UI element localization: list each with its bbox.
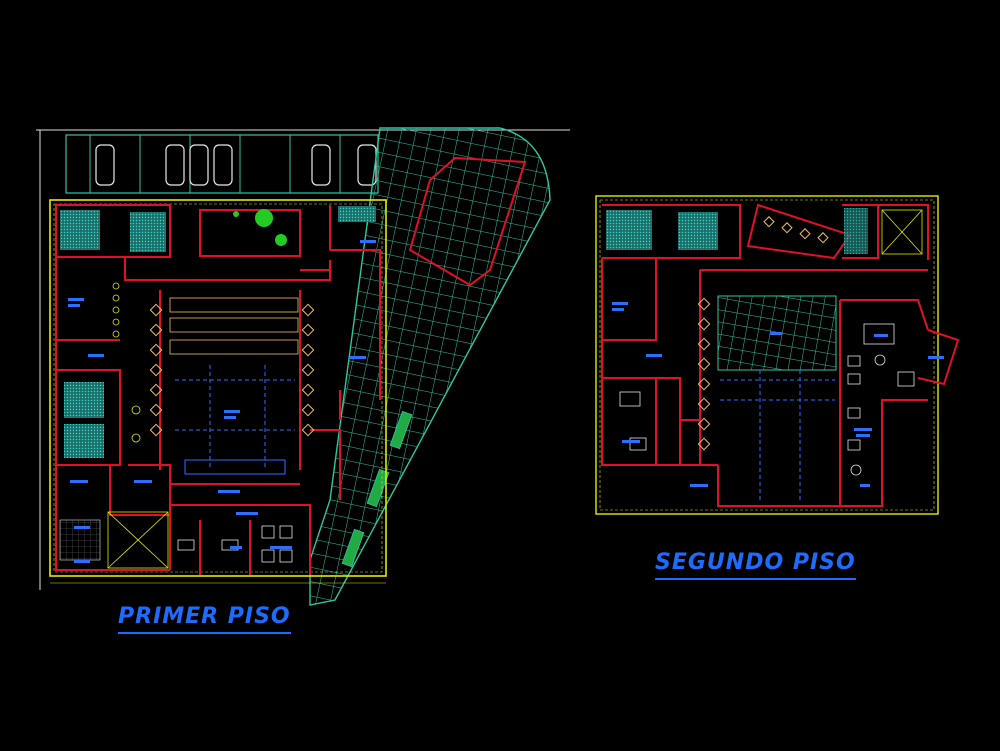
restroom-blocks-2 (606, 208, 868, 254)
garden (233, 209, 287, 246)
room-labels-2 (612, 302, 944, 487)
dance-floor-grid (175, 365, 295, 470)
dining-tables (149, 297, 315, 437)
entry-hall-cross (107, 511, 169, 569)
office-furniture (177, 525, 293, 563)
building-outline (49, 199, 387, 577)
plaza-feature (408, 156, 527, 287)
segundo-piso-title: SEGUNDO PISO (655, 550, 856, 580)
bar-stools (112, 282, 141, 443)
segundo-piso-plan (595, 195, 960, 515)
dining-tables-2 (697, 216, 829, 451)
title-underline (655, 578, 856, 580)
dashed-structure-2 (720, 370, 835, 500)
plaza-grid (309, 127, 551, 606)
room-labels (68, 240, 376, 563)
building-outline-2 (595, 195, 939, 515)
restroom-blocks (60, 206, 376, 458)
title-underline (118, 632, 291, 634)
primer-piso-title: PRIMER PISO (118, 604, 291, 634)
plaza-benches (341, 410, 413, 568)
stage-platform (184, 459, 286, 475)
lounge-furniture (619, 323, 915, 476)
walls-first-floor (55, 204, 381, 575)
parking-area (65, 134, 379, 194)
primer-piso-plan (36, 127, 570, 606)
stair-cross-2 (881, 209, 923, 255)
